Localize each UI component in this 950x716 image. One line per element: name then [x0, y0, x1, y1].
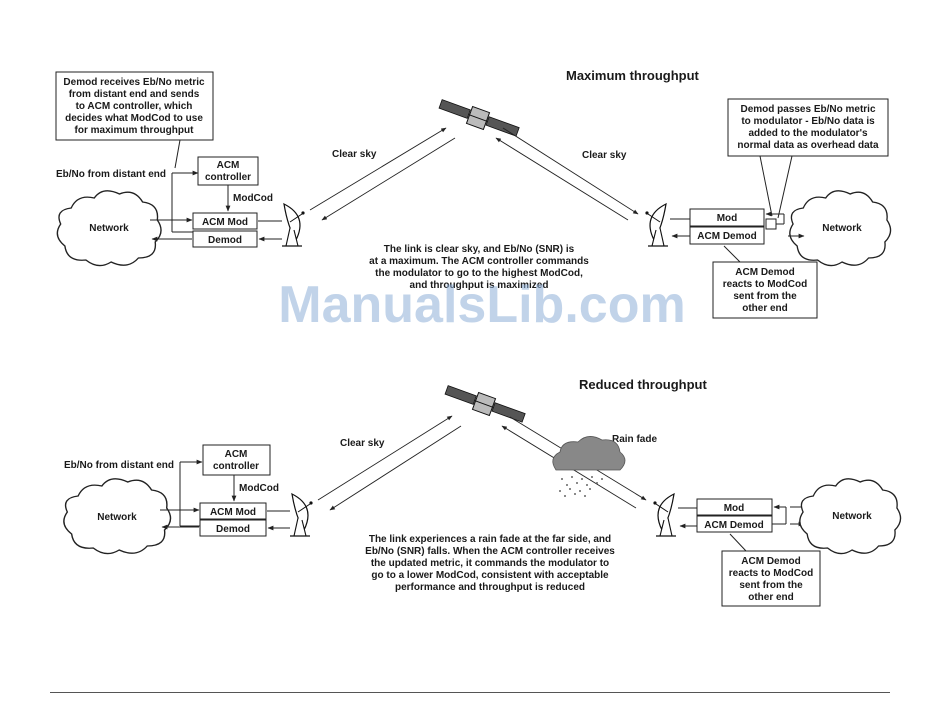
top-demod-box: Demod: [192, 230, 258, 248]
bottom-caption-line-1: The link experiences a rain fade at the …: [369, 534, 611, 545]
top-mod-right-box: Mod: [689, 208, 765, 227]
top-network-left-label: Network: [89, 223, 129, 234]
bottom-dish-right-icon: [652, 493, 677, 537]
bottom-acm-controller-box: ACM controller: [202, 444, 271, 476]
top-acm-mod-box: ACM Mod: [192, 212, 258, 230]
top-clear-sky-left: Clear sky: [332, 149, 377, 160]
bottom-acm-mod-label: ACM Mod: [210, 507, 256, 518]
top-network-left-cloud: Network: [56, 190, 162, 267]
bottom-network-right-label: Network: [832, 511, 872, 522]
top-acm-demod-right-box: ACM Demod: [689, 226, 765, 245]
note-right-line-1: Demod passes Eb/No metric: [740, 104, 875, 115]
top-acm-demod-note-line-4: other end: [742, 303, 788, 314]
top-caption-line-2: at a maximum. The ACM controller command…: [369, 256, 589, 267]
top-acm-demod-note-line-3: sent from the: [733, 291, 797, 302]
footer-rule: [50, 692, 890, 693]
bottom-demod-box: Demod: [199, 519, 267, 537]
bottom-caption-line-3: the updated metric, it commands the modu…: [371, 558, 609, 569]
top-acm-controller-box: ACM controller: [197, 156, 259, 186]
bottom-modcod-label: ModCod: [239, 483, 279, 494]
top-acm-controller-line-2: controller: [205, 172, 251, 183]
top-acm-controller-line-1: ACM: [217, 160, 240, 171]
rain-cloud-icon: [552, 436, 626, 497]
top-diagram: Maximum throughput Demod receives Eb/No …: [55, 68, 892, 319]
top-caption-line-4: and throughput is maximized: [410, 280, 549, 291]
bottom-ebno-label: Eb/No from distant end: [64, 460, 174, 471]
top-acm-demod-note-line-2: reacts to ModCod: [723, 279, 807, 290]
bottom-acm-demod-note-line-4: other end: [748, 592, 794, 603]
bottom-network-left-label: Network: [97, 512, 137, 523]
note-left-box: Demod receives Eb/No metric from distant…: [55, 71, 214, 141]
watermark: ManualsLib.com: [278, 276, 685, 334]
bottom-acm-controller-line-1: ACM: [225, 449, 248, 460]
top-network-right-label: Network: [822, 223, 862, 234]
bottom-caption-line-5: performance and throughput is reduced: [395, 582, 585, 593]
top-dish-left-icon: [281, 203, 306, 247]
bottom-acm-demod-note-line-3: sent from the: [739, 580, 803, 591]
top-caption-line-1: The link is clear sky, and Eb/No (SNR) i…: [384, 244, 575, 255]
top-title: Maximum throughput: [566, 68, 700, 83]
note-right-line-4: normal data as overhead data: [737, 140, 879, 151]
note-right-box: Demod passes Eb/No metric to modulator -…: [727, 98, 889, 157]
bottom-dish-left-icon: [289, 493, 314, 537]
bottom-acm-demod-right-box: ACM Demod: [696, 515, 773, 533]
bottom-acm-controller-line-2: controller: [213, 461, 259, 472]
bottom-title: Reduced throughput: [579, 377, 707, 392]
top-ebno-label: Eb/No from distant end: [56, 169, 166, 180]
note-left-line-3: to ACM controller, which: [76, 101, 193, 112]
bottom-acm-demod-note-box: ACM Demod reacts to ModCod sent from the…: [721, 550, 821, 607]
top-acm-demod-right-label: ACM Demod: [697, 231, 756, 242]
bottom-acm-demod-note-line-2: reacts to ModCod: [729, 568, 813, 579]
bottom-caption: The link experiences a rain fade at the …: [365, 534, 615, 593]
bottom-acm-demod-right-label: ACM Demod: [704, 520, 763, 531]
bottom-network-left-cloud: Network: [63, 478, 172, 555]
top-dish-right-icon: [644, 203, 669, 247]
note-left-line-4: decides what ModCod to use: [65, 113, 203, 124]
top-network-right-cloud: Network: [789, 190, 892, 267]
note-left-line-2: from distant end and sends: [69, 89, 200, 100]
bottom-network-right-cloud: Network: [799, 478, 902, 555]
top-caption: The link is clear sky, and Eb/No (SNR) i…: [369, 244, 589, 291]
top-clear-sky-right: Clear sky: [582, 150, 627, 161]
bottom-mod-right-box: Mod: [696, 498, 773, 516]
note-right-line-2: to modulator - Eb/No data is: [741, 116, 875, 127]
bottom-caption-line-2: Eb/No (SNR) falls. When the ACM controll…: [365, 546, 615, 557]
bottom-acm-demod-note-line-1: ACM Demod: [741, 556, 800, 567]
bottom-mod-right-label: Mod: [724, 503, 745, 514]
satellite-icon: [444, 385, 526, 423]
top-demod-label: Demod: [208, 235, 242, 246]
top-modcod-label: ModCod: [233, 193, 273, 204]
bottom-clear-sky: Clear sky: [340, 438, 385, 449]
top-acm-demod-note-box: ACM Demod reacts to ModCod sent from the…: [712, 261, 818, 319]
top-acm-mod-label: ACM Mod: [202, 217, 248, 228]
bottom-acm-mod-box: ACM Mod: [199, 502, 267, 520]
note-left-line-1: Demod receives Eb/No metric: [63, 77, 205, 88]
bottom-diagram: Reduced throughput Eb/No from distant en…: [63, 377, 902, 607]
note-left-line-5: for maximum throughput: [75, 125, 195, 136]
bottom-demod-label: Demod: [216, 524, 250, 535]
top-mod-right-label: Mod: [717, 213, 738, 224]
note-right-line-3: added to the modulator's: [748, 128, 867, 139]
bottom-caption-line-4: go to a lower ModCod, consistent with ac…: [371, 570, 609, 581]
bottom-rain-fade: Rain fade: [612, 434, 657, 445]
top-caption-line-3: the modulator to go to the highest ModCo…: [375, 268, 583, 279]
top-acm-demod-note-line-1: ACM Demod: [735, 267, 794, 278]
